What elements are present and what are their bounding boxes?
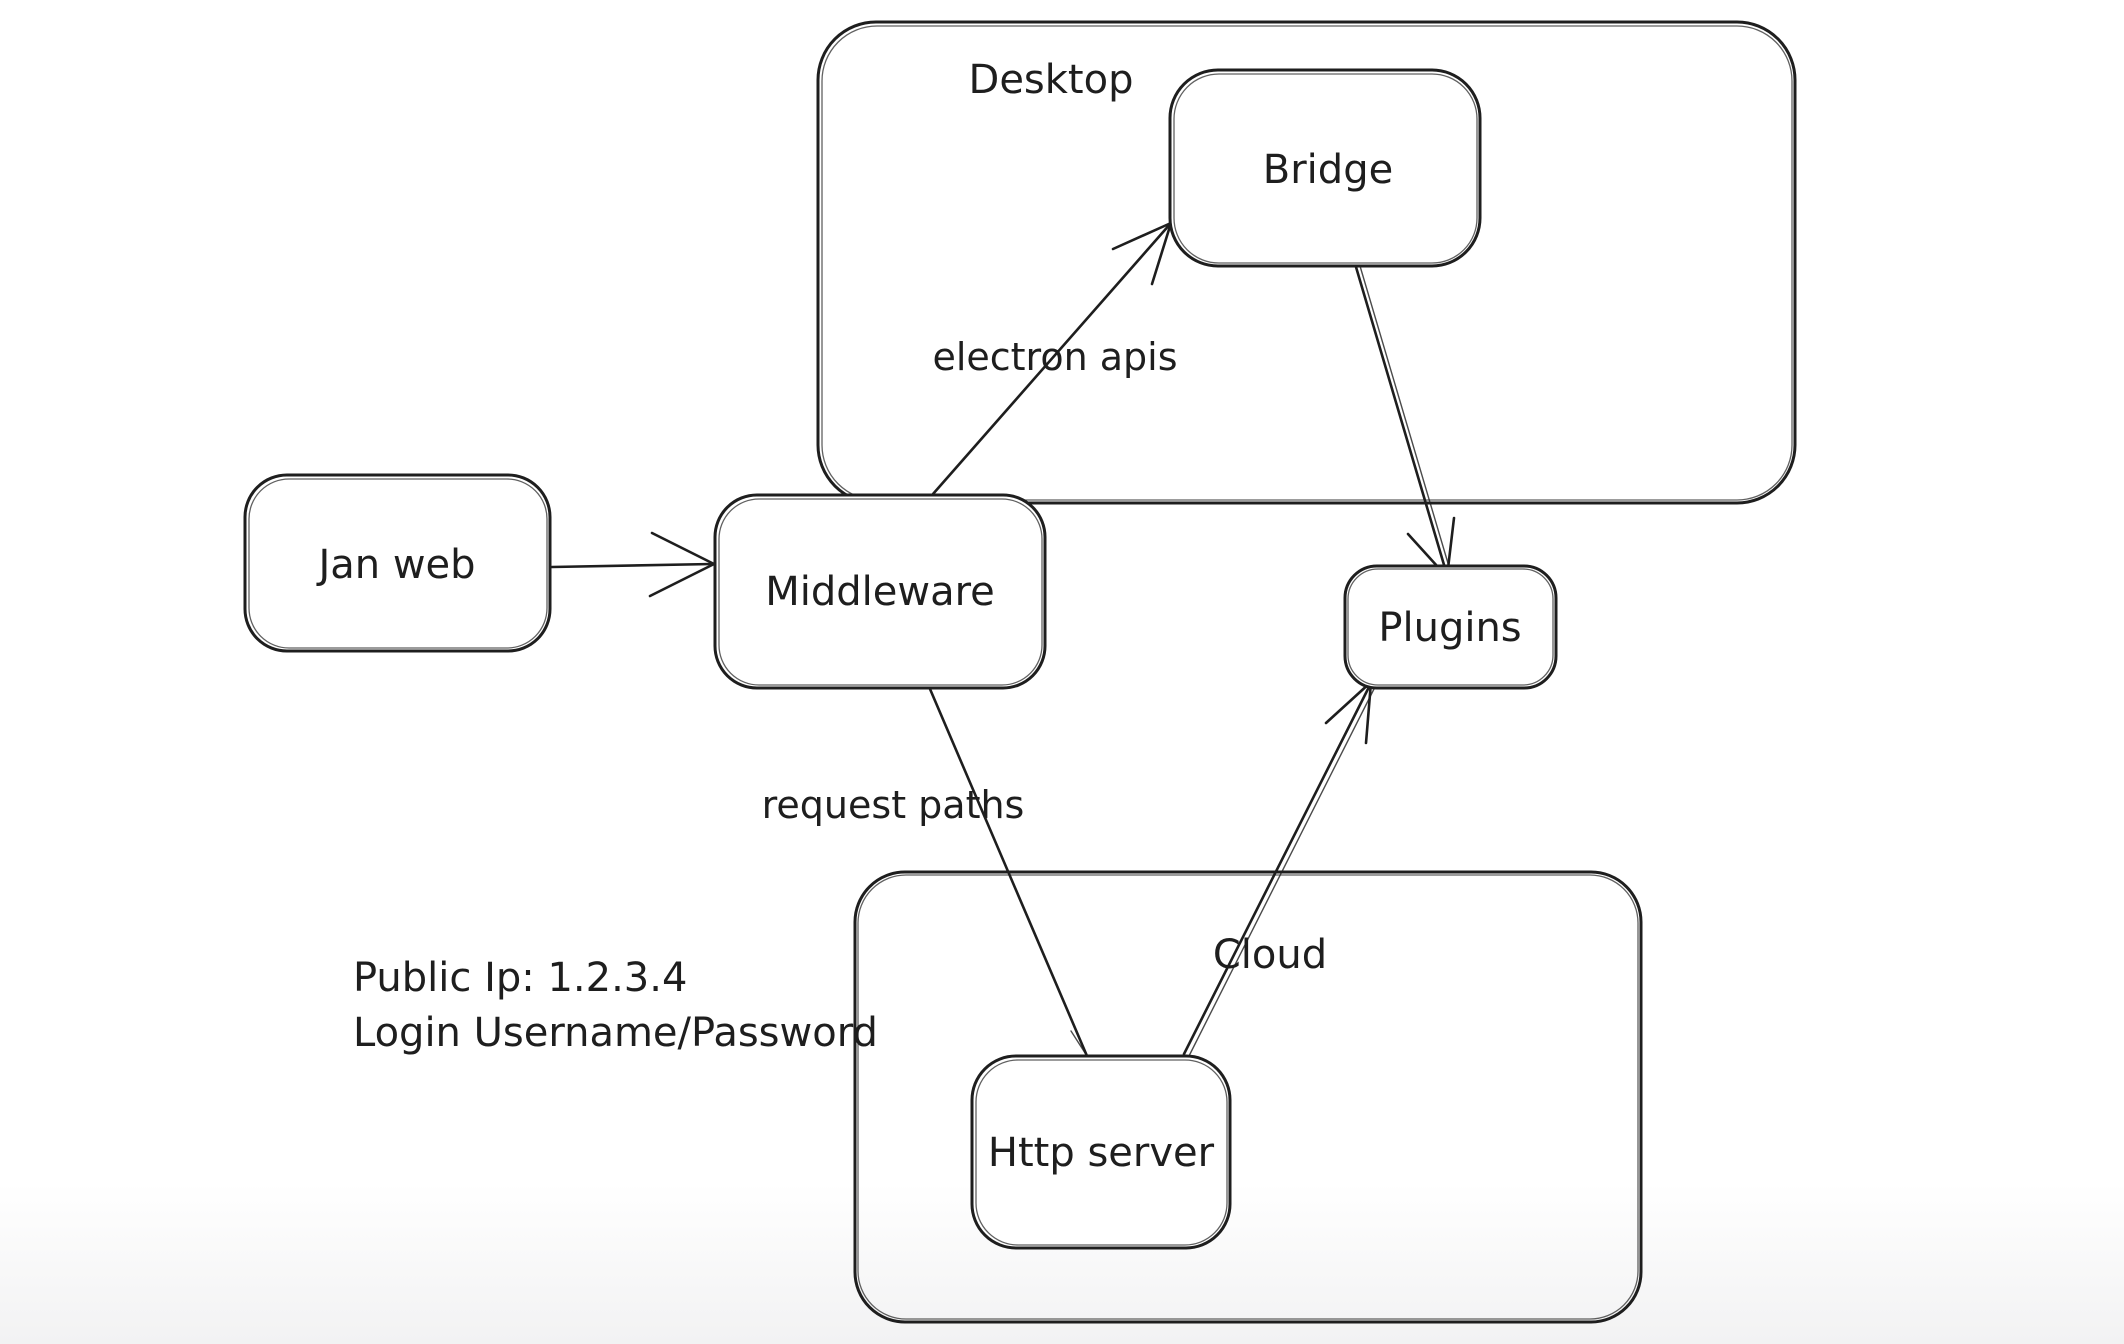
public-ip-text: Public Ip: 1.2.3.4 [353,955,687,1001]
plugins-box-outline-echo [1347,568,1554,686]
http-server-label: Http server [988,1130,1215,1176]
arrow-head [1070,1030,1088,1057]
arrow-line [1182,681,1373,1056]
container-desktop[interactable]: Desktop [816,20,1797,505]
login-text: Login Username/Password [353,1010,878,1056]
middleware-box-outline-echo [718,498,1043,686]
arrow-line [550,562,714,569]
arrow-line [931,221,1173,496]
arrow-middleware-to-httpserver[interactable]: request paths [762,687,1089,1058]
container-cloud[interactable]: Cloud [853,870,1643,1324]
desktop-box-outline-echo [821,25,1793,501]
desktop-box-outline [816,20,1797,505]
arrow-head [1324,680,1373,745]
plugins-label: Plugins [1378,605,1521,651]
arrow-middleware-to-bridge[interactable]: electron apis [931,221,1178,496]
node-bridge[interactable]: Bridge [1168,68,1482,268]
node-http-server[interactable]: Http server [970,1054,1232,1250]
bridge-box-outline-echo [1173,73,1478,264]
plugins-box-outline [1343,564,1558,690]
bridge-box-outline [1168,68,1482,268]
jan-web-box-outline [243,473,552,653]
middleware-label: Middleware [765,569,995,615]
electron-apis-label: electron apis [932,335,1177,379]
arrow-line-echo [1359,265,1451,571]
jan-web-label: Jan web [315,542,475,588]
request-paths-label: request paths [762,783,1025,827]
arrow-head [1111,221,1173,286]
node-plugins[interactable]: Plugins [1343,564,1558,690]
jan-web-box-outline-echo [248,478,548,649]
cloud-box-outline-echo [857,874,1639,1320]
desktop-label: Desktop [969,57,1134,103]
bridge-label: Bridge [1263,147,1393,193]
cloud-label: Cloud [1213,932,1327,978]
credentials-note[interactable]: Public Ip: 1.2.3.4 Login Username/Passwo… [353,955,878,1056]
node-jan-web[interactable]: Jan web [243,473,552,653]
http-server-box-outline-echo [975,1059,1228,1246]
node-middleware[interactable]: Middleware [713,493,1047,690]
arrow-janweb-to-middleware[interactable] [550,531,716,598]
middleware-box-outline [713,493,1047,690]
cloud-box-outline [853,870,1643,1324]
arrow-httpserver-to-plugins[interactable] [1182,680,1376,1057]
http-server-box-outline [970,1054,1232,1250]
arrow-line [1354,265,1449,577]
arrow-line-echo [1188,686,1376,1057]
arrow-bridge-to-plugins[interactable] [1354,265,1456,579]
arrow-head [648,531,716,598]
arrow-line [928,687,1089,1058]
